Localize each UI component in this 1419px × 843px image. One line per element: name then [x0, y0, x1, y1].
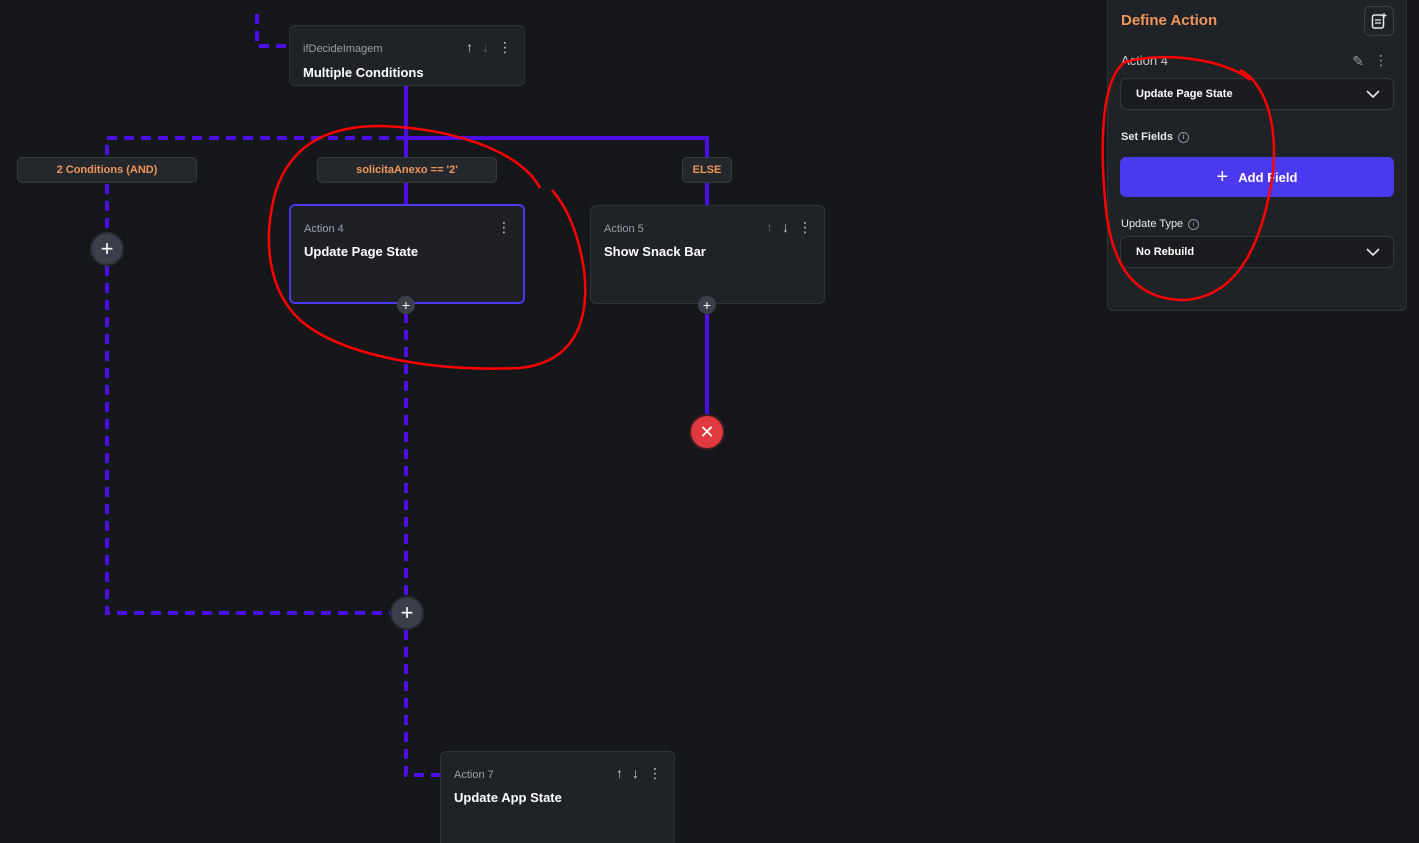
terminate-close-icon[interactable]: ✕: [689, 414, 725, 450]
condition-else-chip[interactable]: ELSE: [682, 157, 732, 183]
info-icon: i: [1188, 218, 1200, 230]
arrow-down-icon[interactable]: ↓: [482, 39, 489, 55]
connector-merge-to-action7: [404, 630, 440, 777]
action-type-value: Update Page State: [1136, 88, 1233, 100]
decision-tools: ↑ ↓ ⋮: [466, 40, 512, 54]
action-4-tools: ⋮: [497, 220, 511, 234]
multiple-conditions-node[interactable]: ifDecideImagem Multiple Conditions ↑ ↓ ⋮: [289, 25, 525, 86]
action-7-tools: ↑ ↓ ⋮: [616, 766, 662, 780]
more-vertical-icon[interactable]: ⋮: [1374, 52, 1388, 68]
action-5-tools: ↑ ↓ ⋮: [766, 220, 812, 234]
connector-and-branch: [105, 136, 406, 158]
info-icon: i: [1177, 131, 1189, 143]
add-field-label: Add Field: [1238, 169, 1298, 185]
action-4-title: Update Page State: [304, 244, 419, 259]
set-fields-label-row: Set Fields i: [1121, 131, 1189, 143]
chevron-down-icon: [1366, 248, 1380, 257]
action-5-title: Show Snack Bar: [604, 244, 706, 259]
action-7-kicker: Action 7: [454, 769, 494, 781]
update-type-value: No Rebuild: [1136, 246, 1195, 258]
update-type-dropdown[interactable]: No Rebuild: [1120, 236, 1394, 268]
add-field-button[interactable]: + Add Field: [1120, 157, 1394, 197]
action-7-node[interactable]: Action 7 Update App State ↑ ↓ ⋮: [440, 751, 675, 843]
action-docs-button[interactable]: [1364, 6, 1394, 36]
panel-title: Define Action: [1121, 12, 1218, 29]
decision-name: ifDecideImagem: [303, 43, 383, 55]
connector-and-to-merge: [105, 266, 390, 615]
update-type-label: Update Type: [1121, 218, 1184, 230]
arrow-down-icon[interactable]: ↓: [632, 765, 639, 781]
arrow-up-icon[interactable]: ↑: [766, 219, 773, 235]
document-add-icon: [1371, 13, 1387, 29]
edit-pencil-icon[interactable]: ✎: [1352, 53, 1364, 69]
more-vertical-icon[interactable]: ⋮: [798, 219, 812, 235]
arrow-down-icon[interactable]: ↓: [782, 219, 789, 235]
action-5-node[interactable]: Action 5 Show Snack Bar ↑ ↓ ⋮: [590, 205, 825, 304]
set-fields-label: Set Fields: [1121, 131, 1173, 143]
more-vertical-icon[interactable]: ⋮: [497, 219, 511, 235]
plus-icon: +: [1216, 166, 1229, 188]
more-vertical-icon[interactable]: ⋮: [648, 765, 662, 781]
add-after-action-5-button[interactable]: +: [698, 296, 716, 314]
update-type-label-row: Update Type i: [1121, 218, 1200, 230]
define-action-panel: Define Action Action 4 ✎ ⋮ Update Page S…: [1107, 0, 1407, 311]
arrow-up-icon[interactable]: ↑: [616, 765, 623, 781]
action-name-label: Action 4: [1121, 53, 1168, 68]
action-7-title: Update App State: [454, 790, 562, 805]
more-vertical-icon[interactable]: ⋮: [498, 39, 512, 55]
action-4-node[interactable]: Action 4 Update Page State ⋮: [289, 204, 525, 304]
action-type-dropdown[interactable]: Update Page State: [1120, 78, 1394, 110]
connector-incoming: [255, 14, 290, 48]
condition-and-chip[interactable]: 2 Conditions (AND): [17, 157, 197, 183]
arrow-up-icon[interactable]: ↑: [466, 39, 473, 55]
add-action-and-branch-button[interactable]: +: [90, 232, 124, 266]
action-5-kicker: Action 5: [604, 223, 644, 235]
decision-title: Multiple Conditions: [303, 65, 424, 80]
action-4-kicker: Action 4: [304, 223, 344, 235]
condition-solicita-anexo-chip[interactable]: solicitaAnexo == '2': [317, 157, 497, 183]
chevron-down-icon: [1366, 90, 1380, 99]
add-action-merge-button[interactable]: +: [390, 596, 424, 630]
add-after-action-4-button[interactable]: +: [397, 296, 415, 314]
